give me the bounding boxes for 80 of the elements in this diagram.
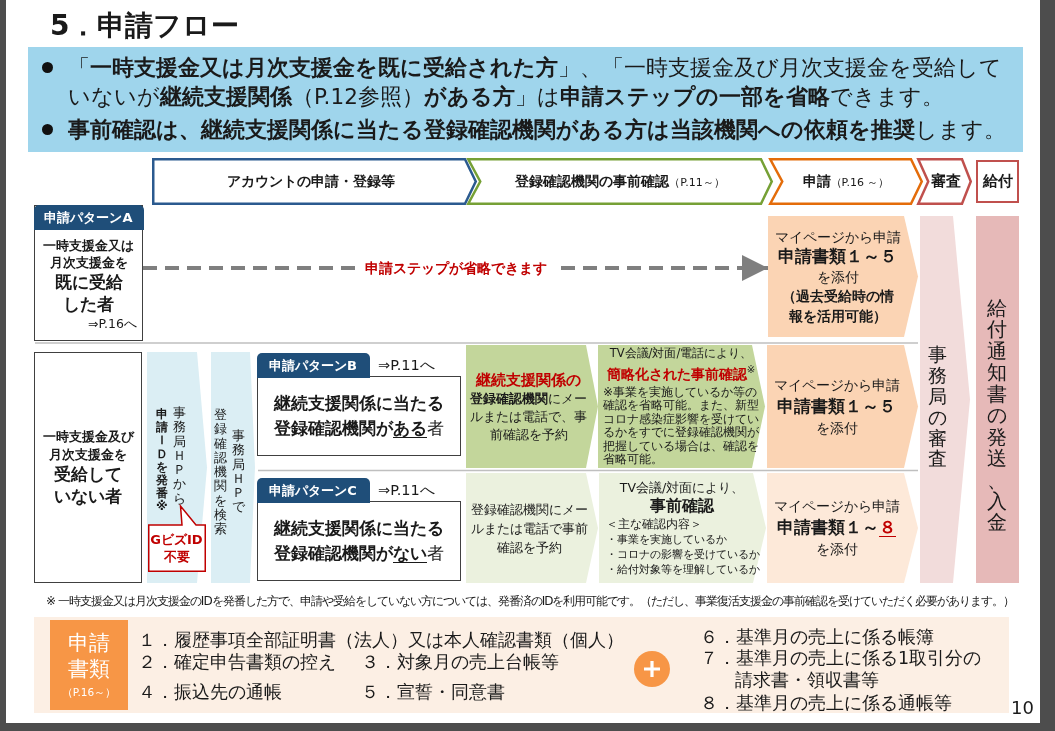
documents-label-box bbox=[50, 620, 128, 710]
step-text: TV会議/対面/電話により、 bbox=[609, 346, 753, 362]
recipient-description: 一時支援金又は月次支援金を bbox=[42, 237, 135, 271]
pattern-description: 継続支援関係に当たる登録確認機関がある者 bbox=[272, 392, 445, 440]
info-banner bbox=[28, 47, 1023, 152]
document-item: ２．確定申告書類の控え bbox=[138, 651, 336, 673]
document-range: 申請書類１～５ bbox=[777, 395, 896, 418]
pattern-tab: 申請パターンA bbox=[33, 204, 144, 230]
step-note: （過去受給時の情報を活用可能） bbox=[780, 286, 895, 326]
phase-label: 登録確認機関の事前確認（P.11～） bbox=[515, 172, 725, 191]
phase-label: 給付 bbox=[982, 172, 1013, 191]
document-range: 申請書類１～５ bbox=[778, 245, 897, 268]
step-panel bbox=[466, 473, 598, 583]
step-panel bbox=[466, 345, 598, 468]
step-panel bbox=[768, 216, 918, 337]
document-item: ５．宣誓・同意書 bbox=[361, 681, 505, 703]
document-item: ８．基準月の売上に係る通帳等 bbox=[700, 692, 952, 714]
page-number: 10 bbox=[1011, 697, 1034, 719]
emphasis-text: 簡略化された事前確認$^{※}$ bbox=[606, 363, 756, 383]
list-item: ・事業を実施しているか bbox=[606, 531, 727, 547]
step-panel bbox=[598, 345, 765, 468]
emphasis-text: 継続支援関係の bbox=[476, 369, 581, 390]
slide-title: 5．申請フロー bbox=[50, 8, 240, 44]
phase-label: 申請（P.16 ～） bbox=[802, 172, 890, 191]
step-text: を添付 bbox=[816, 267, 859, 286]
step-text: を添付 bbox=[815, 418, 858, 438]
page-reference: （P.16～） bbox=[61, 686, 117, 700]
document-item: ６．基準月の売上に係る帳簿 bbox=[700, 626, 934, 648]
step-panel bbox=[767, 473, 918, 583]
payment-text: 給付通知書の発送、入金 bbox=[987, 298, 1007, 534]
recipient-description: 一時支援金及び月次支援金を bbox=[41, 427, 135, 464]
step-text: TV会議/対面により、 bbox=[619, 479, 745, 496]
document-item: ７．基準月の売上に係る1取引分の請求書・領収書等 bbox=[700, 647, 983, 691]
footnote-text: ※事業を実施しているか等の確認を省略可能。また、新型コロナ感染症影響を受けているかをすでに登録確認機関が把握している場合は、確認を省略可能。 bbox=[603, 385, 759, 467]
footnote-text: ※ 一時支援金又は月次支援金のIDを発番した方で、申請や受給をしていない方については、発番済のIDを利用可能です。（ただし、事業復活支援金の事前確認を受けていただく必要があります。） bbox=[46, 593, 1015, 610]
step-text: を添付 bbox=[815, 540, 858, 559]
bullet-text: 事前確認は、継続支援関係に当たる登録確認機関がある方は当該機関への依頼を推奨します。 bbox=[68, 116, 1007, 144]
step-panel bbox=[767, 345, 918, 468]
bullet-text: 「一時支援金又は月次支援金を既に受給された方」、「一時支援金及び月次支援金を受給していないが継続支援関係（P.12参照）がある方」は申請ステップの一部を省略できます。 bbox=[68, 54, 1003, 111]
page-reference: ⇒P.11へ bbox=[378, 356, 435, 375]
vertical-text: 登録確認機関を検索 bbox=[214, 408, 227, 537]
review-text: 事務局の審査 bbox=[928, 344, 947, 470]
step-text: マイページから申請 bbox=[773, 375, 900, 395]
documents-heading: 申請書類 bbox=[68, 630, 110, 682]
pattern-tab: 申請パターンC bbox=[256, 478, 370, 503]
pattern-box bbox=[34, 352, 142, 583]
step-panel bbox=[211, 352, 255, 583]
step-text: マイページから申請 bbox=[773, 497, 900, 516]
step-heading: 事前確認 bbox=[650, 495, 714, 517]
phase-header bbox=[467, 158, 773, 205]
pattern-tab: 申請パターンB bbox=[256, 353, 370, 378]
list-item: ・給付対象等を理解しているか bbox=[606, 561, 760, 577]
step-text: 登録確認機関にメールまたは電話で、事前確認を予約 bbox=[469, 389, 588, 444]
step-text: マイページから申請 bbox=[774, 227, 901, 246]
vertical-text: 申請ＩＤを発番※ bbox=[156, 408, 168, 514]
list-heading: ＜主な確認内容＞ bbox=[606, 516, 702, 532]
phase-label: 審査 bbox=[930, 172, 961, 191]
recipient-status: 既に受給した者 bbox=[53, 271, 124, 315]
phase-header bbox=[152, 158, 477, 205]
vertical-text: 事務局ＨＰで bbox=[232, 429, 245, 515]
page-reference: ⇒P.16へ bbox=[88, 315, 137, 332]
step-text: 登録確認機関にメールまたは電話で事前確認を予約 bbox=[470, 500, 588, 557]
step-panel bbox=[599, 473, 766, 583]
document-item: ４．振込先の通帳 bbox=[138, 681, 282, 703]
vertical-text: 事務局ＨＰから bbox=[173, 406, 186, 507]
page-reference: ⇒P.11へ bbox=[378, 481, 435, 500]
recipient-status: 受給していない者 bbox=[54, 463, 122, 508]
pattern-description: 継続支援関係に当たる登録確認機関がない者 bbox=[272, 517, 445, 565]
step-panel bbox=[147, 352, 207, 583]
callout-text: GビズID不要 bbox=[149, 530, 204, 565]
document-item: ３．対象月の売上台帳等 bbox=[361, 651, 559, 673]
payment-panel bbox=[976, 216, 1019, 583]
phase-header bbox=[976, 160, 1019, 203]
review-panel bbox=[920, 216, 970, 583]
document-range: 申請書類１～８ bbox=[777, 517, 896, 539]
document-item: １．履歴事項全部証明書（法人）又は本人確認書類（個人） bbox=[138, 629, 624, 651]
list-item: ・コロナの影響を受けているか bbox=[606, 546, 760, 562]
pattern-box bbox=[34, 205, 143, 341]
documents-panel bbox=[34, 617, 1009, 713]
phase-label: アカウントの申請・登録等 bbox=[226, 172, 395, 191]
